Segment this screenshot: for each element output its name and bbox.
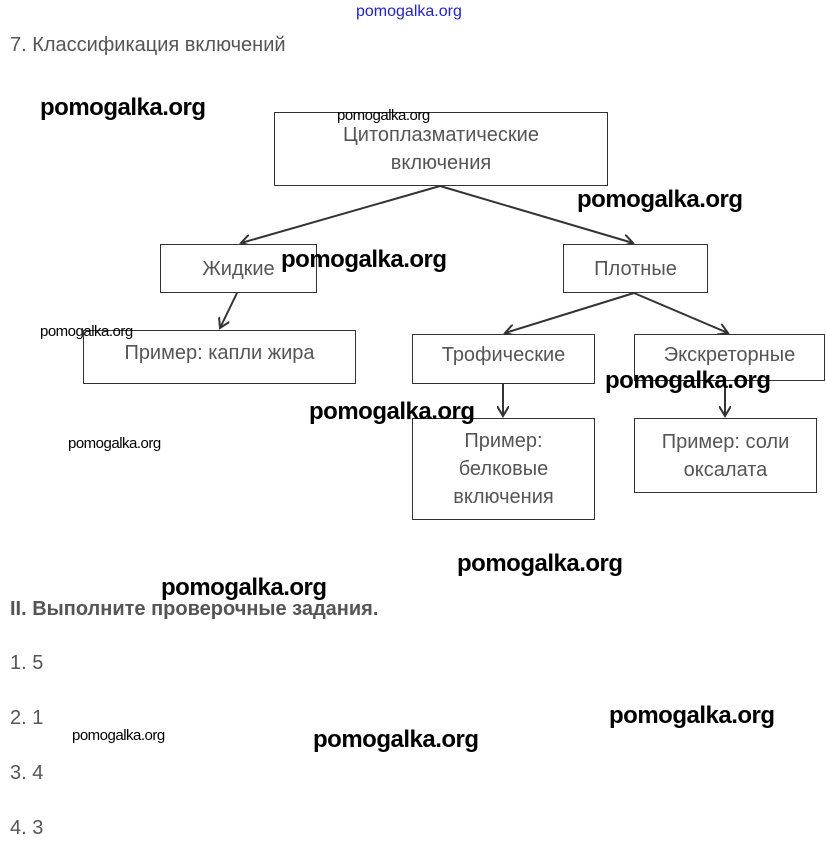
watermark: pomogalka.org — [337, 107, 430, 124]
box-liquid-label: Жидкие — [202, 257, 275, 280]
box-trophic-label: Трофические — [441, 344, 566, 366]
box-trophic-example: Пример: белковые включения — [412, 418, 595, 520]
arrow-root-liquid — [241, 185, 441, 243]
box-excretory-label: Экскреторные — [663, 344, 796, 366]
box-trophic-example-label: Пример: белковые включения — [453, 430, 554, 508]
watermark: pomogalka.org — [457, 550, 623, 577]
box-root: Цитоплазматические включения — [274, 112, 608, 186]
watermark: pomogalka.org — [609, 702, 775, 729]
box-liquid: Жидкие — [160, 244, 317, 293]
watermark: pomogalka.org — [72, 727, 165, 744]
watermark: pomogalka.org — [577, 186, 743, 213]
arrow-solid-excretory — [633, 292, 728, 333]
arrow-solid-trophic — [505, 292, 635, 333]
box-root-label: Цитоплазматические включения — [343, 124, 539, 174]
watermark: pomogalka.org — [605, 367, 771, 394]
answer-4: 4. 3 — [10, 817, 44, 839]
watermark: pomogalka.org — [313, 726, 479, 753]
box-excretory-example-label: Пример: соли оксалата — [661, 430, 790, 481]
watermark: pomogalka.org — [40, 323, 133, 340]
box-solid-label: Плотные — [594, 257, 677, 280]
box-excretory-example: Пример: соли оксалата — [634, 418, 817, 493]
answer-3: 3. 4 — [10, 762, 44, 784]
answer-2: 2. 1 — [10, 707, 44, 729]
section-7-title: 7. Классификация включений — [10, 34, 286, 56]
watermark: pomogalka.org — [40, 94, 206, 121]
section-2-title: II. Выполните проверочные задания. — [10, 598, 379, 620]
box-solid: Плотные — [563, 244, 708, 293]
box-excretory: Экскреторные — [634, 334, 825, 381]
watermark: pomogalka.org — [281, 246, 447, 273]
watermark: pomogalka.org — [68, 435, 161, 452]
arrow-liquid-example — [220, 292, 238, 328]
answer-1: 1. 5 — [10, 652, 44, 674]
top-watermark: pomogalka.org — [356, 3, 462, 20]
box-liquid-example-label: Пример: капли жира — [124, 342, 315, 364]
box-trophic: Трофические — [412, 334, 595, 384]
arrow-root-solid — [439, 185, 633, 243]
watermark: pomogalka.org — [309, 398, 475, 425]
box-liquid-example: Пример: капли жира — [83, 330, 356, 384]
watermark: pomogalka.org — [161, 574, 327, 601]
